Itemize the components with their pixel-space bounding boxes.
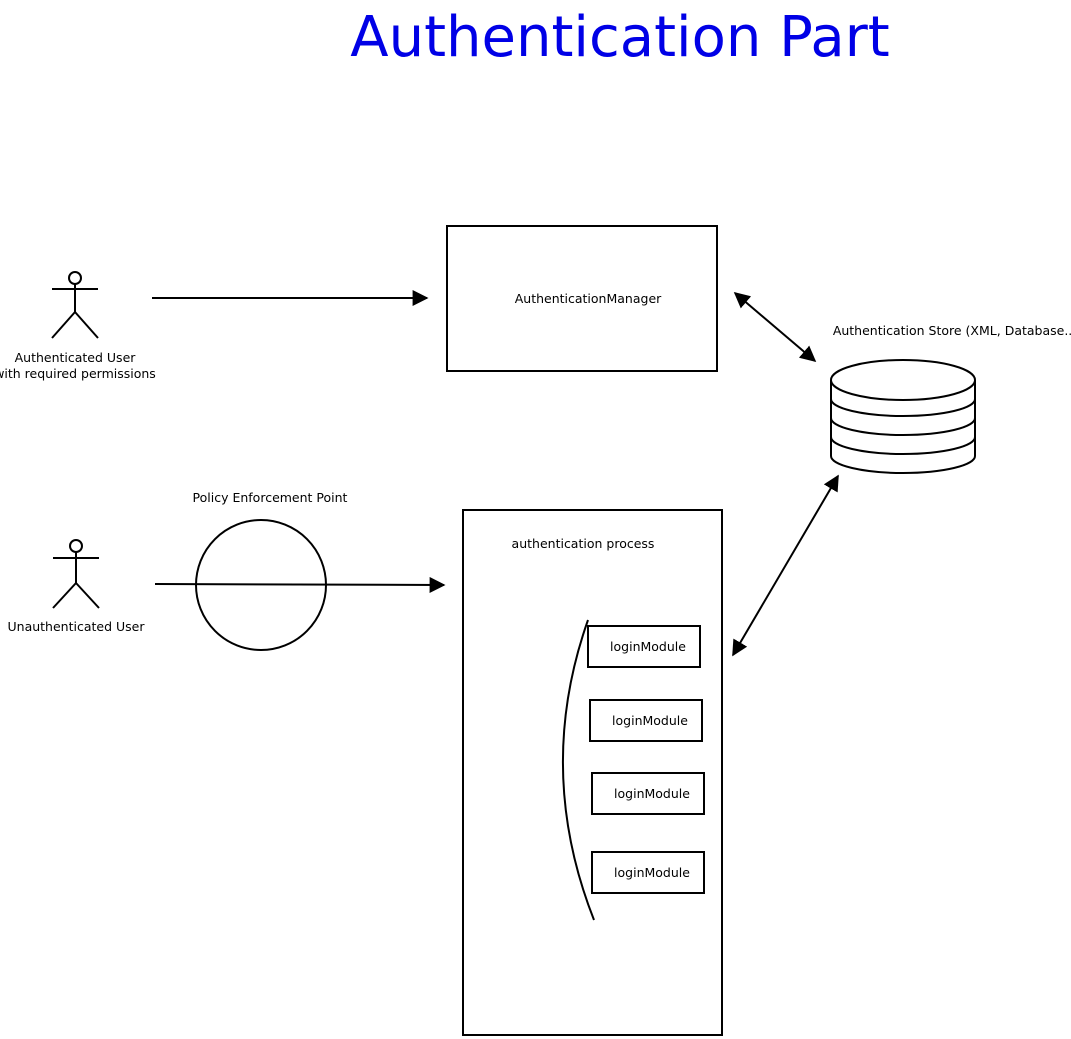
login-module-label: loginModule bbox=[612, 713, 688, 728]
authentication-store-label: Authentication Store (XML, Database..) bbox=[833, 323, 1071, 338]
unauth-user-to-process-arrow bbox=[154, 576, 446, 593]
authentication-process-label: authentication process bbox=[512, 536, 655, 551]
authenticated-user-label: Authenticated User bbox=[15, 350, 137, 365]
login-module-box: loginModule bbox=[589, 699, 703, 742]
stick-figure-icon bbox=[51, 271, 99, 339]
diagram-title: Authentication Part bbox=[350, 5, 889, 70]
login-module-box: loginModule bbox=[591, 772, 705, 815]
login-module-label: loginModule bbox=[614, 865, 690, 880]
unauthenticated-user-actor: Unauthenticated User bbox=[8, 539, 146, 634]
authentication-manager-box: AuthenticationManager bbox=[446, 225, 718, 372]
login-module-chain-bracket bbox=[562, 619, 595, 921]
pep-label: Policy Enforcement Point bbox=[193, 490, 348, 505]
login-module-box: loginModule bbox=[587, 625, 701, 668]
login-module-box: loginModule bbox=[591, 851, 705, 894]
unauthenticated-user-label: Unauthenticated User bbox=[8, 619, 146, 634]
login-module-label: loginModule bbox=[614, 786, 690, 801]
database-icon bbox=[830, 359, 976, 474]
login-module-label: loginModule bbox=[610, 639, 686, 654]
manager-store-arrow bbox=[733, 291, 817, 363]
stick-figure-icon bbox=[52, 539, 100, 609]
authentication-manager-label: AuthenticationManager bbox=[515, 291, 662, 306]
store-process-arrow bbox=[732, 474, 839, 657]
authenticated-user-actor: Authenticated User with required permiss… bbox=[0, 271, 156, 381]
authenticated-user-permissions-label: with required permissions bbox=[0, 366, 156, 381]
